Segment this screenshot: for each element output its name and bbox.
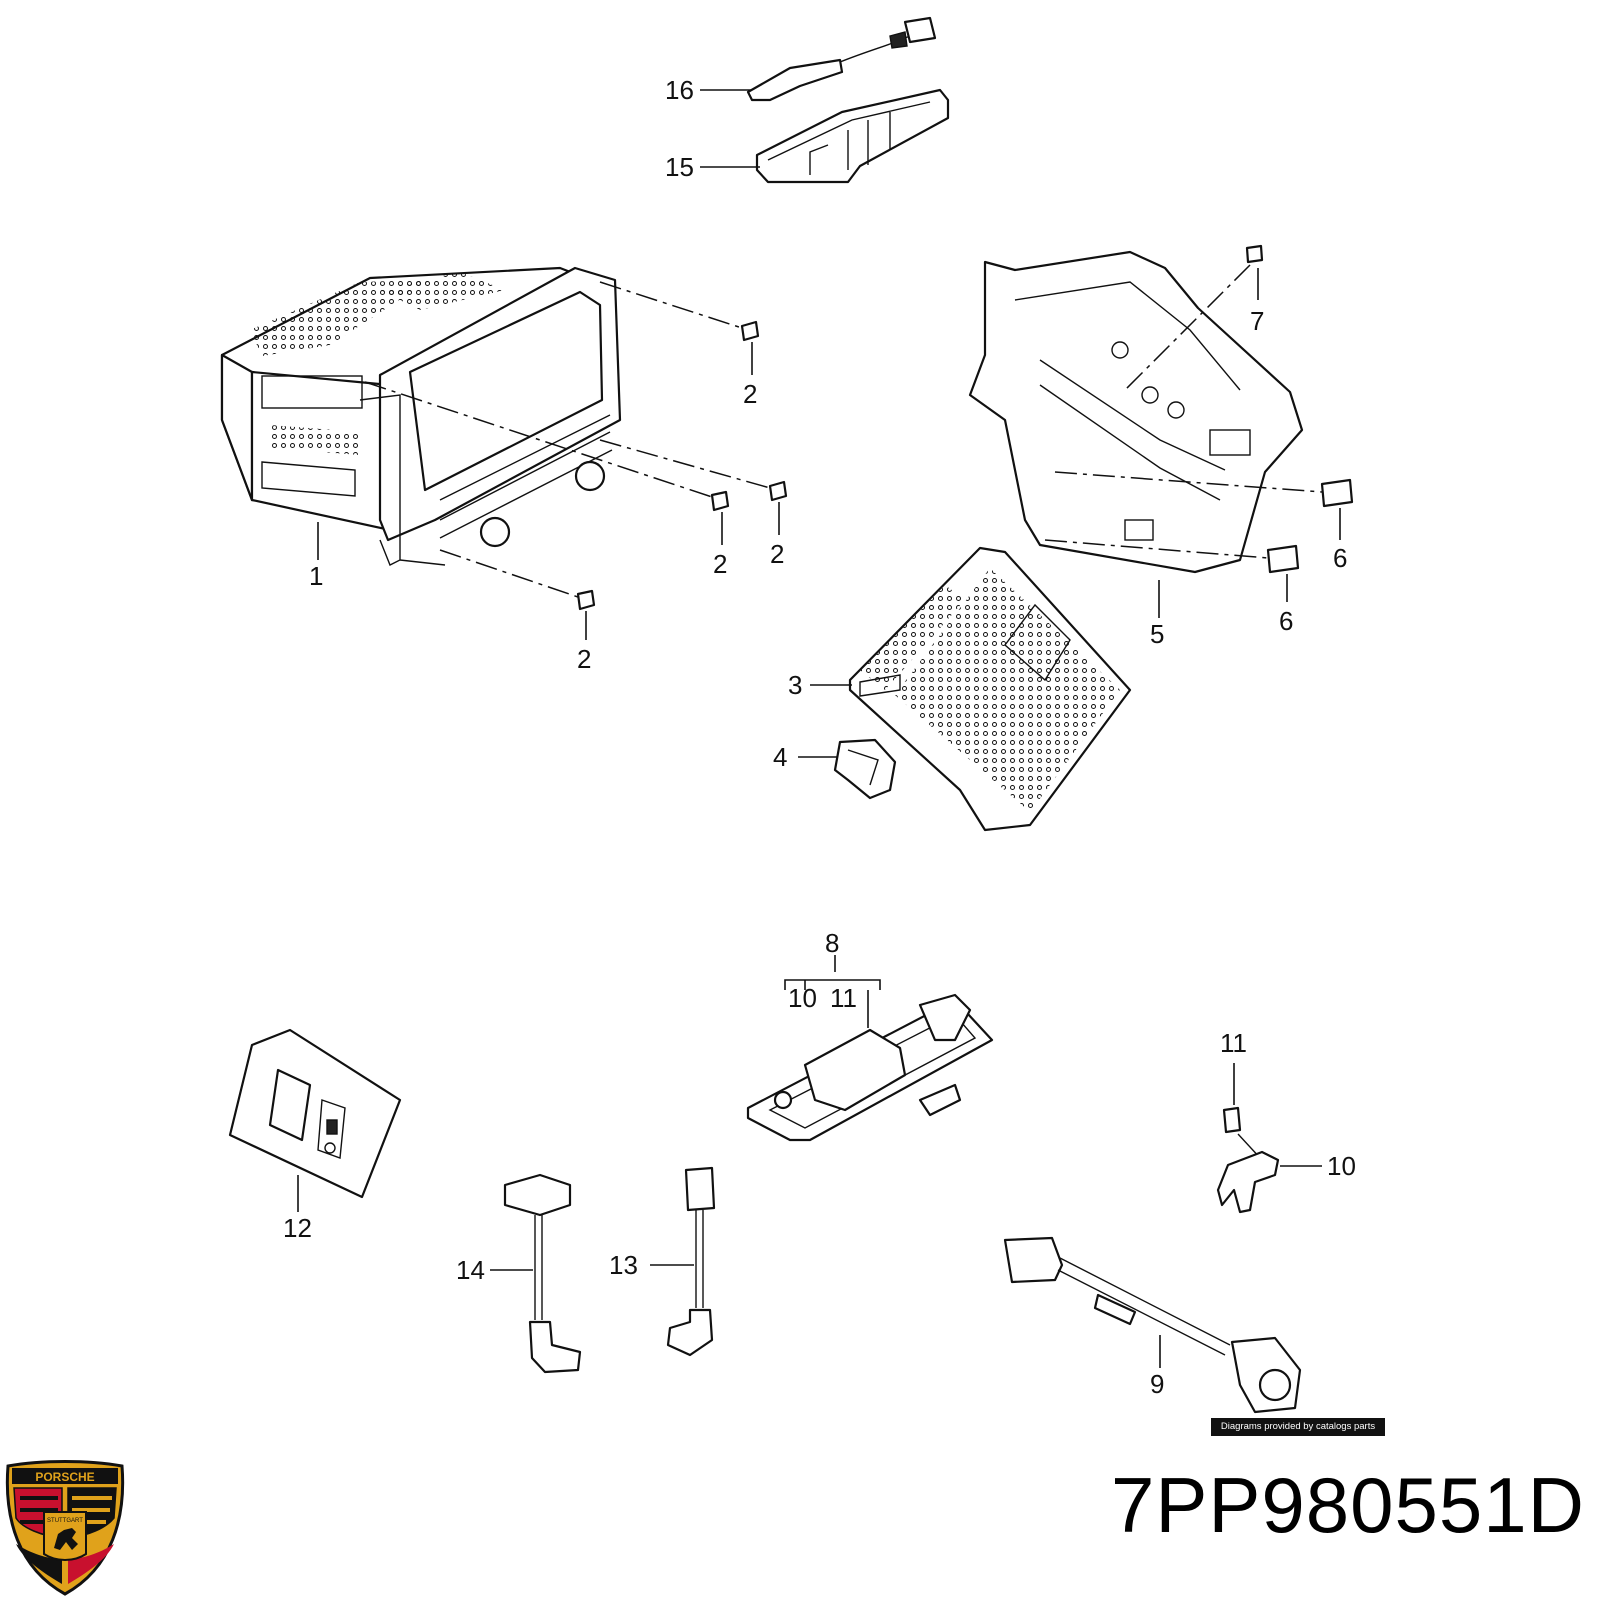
callout-16: 16 xyxy=(665,75,694,105)
callout-8-11: 11 xyxy=(830,983,857,1013)
cable-part-14 xyxy=(503,1173,582,1374)
callout-2a: 2 xyxy=(743,379,757,409)
porsche-crest-logo: PORSCHE STUTTGART xyxy=(5,1460,125,1596)
callout-13: 13 xyxy=(609,1250,638,1280)
callout-7: 7 xyxy=(1250,306,1264,336)
callout-6a: 6 xyxy=(1333,543,1347,573)
callout-9: 9 xyxy=(1150,1369,1164,1399)
callout-14: 14 xyxy=(456,1255,485,1285)
callout-2b: 2 xyxy=(713,549,727,579)
callout-5: 5 xyxy=(1150,619,1164,649)
callout-11: 11 xyxy=(1220,1028,1247,1058)
callout-15: 15 xyxy=(665,152,694,182)
crest-brand-text: PORSCHE xyxy=(35,1470,94,1484)
callout-12: 12 xyxy=(283,1213,312,1243)
callout-8: 8 xyxy=(825,928,839,958)
crest-city-text: STUTTGART xyxy=(47,1518,83,1524)
callout-10: 10 xyxy=(1327,1151,1356,1181)
screws-part-2 xyxy=(576,320,788,611)
head-unit-part-1 xyxy=(220,266,622,566)
clip-part-4 xyxy=(833,738,897,800)
screw-part-7 xyxy=(1245,244,1264,264)
camera-part-9 xyxy=(1003,1236,1302,1414)
prancing-horse-icon xyxy=(54,1528,78,1550)
diagram-credit: Diagrams provided by catalogs parts xyxy=(1211,1418,1385,1436)
callout-2d: 2 xyxy=(577,644,591,674)
screws-part-6 xyxy=(1266,478,1354,574)
frame-part-5 xyxy=(968,250,1304,574)
switch-panel-part-12 xyxy=(228,1028,402,1199)
callout-2c: 2 xyxy=(770,539,784,569)
bracket-part-16 xyxy=(746,16,937,102)
housing-part-8 xyxy=(746,993,994,1142)
control-box-part-3 xyxy=(848,546,1132,832)
callout-3: 3 xyxy=(788,670,802,700)
callout-1: 1 xyxy=(309,561,323,591)
screw-part-11 xyxy=(1222,1106,1242,1134)
callout-8-10: 10 xyxy=(788,983,817,1013)
part-number: 7PP980551D xyxy=(1110,1461,1585,1549)
callout-4: 4 xyxy=(773,742,787,772)
bracket-part-10 xyxy=(1216,1150,1280,1214)
cable-part-13 xyxy=(666,1166,716,1357)
module-part-15 xyxy=(755,88,950,184)
callout-6b: 6 xyxy=(1279,606,1293,636)
